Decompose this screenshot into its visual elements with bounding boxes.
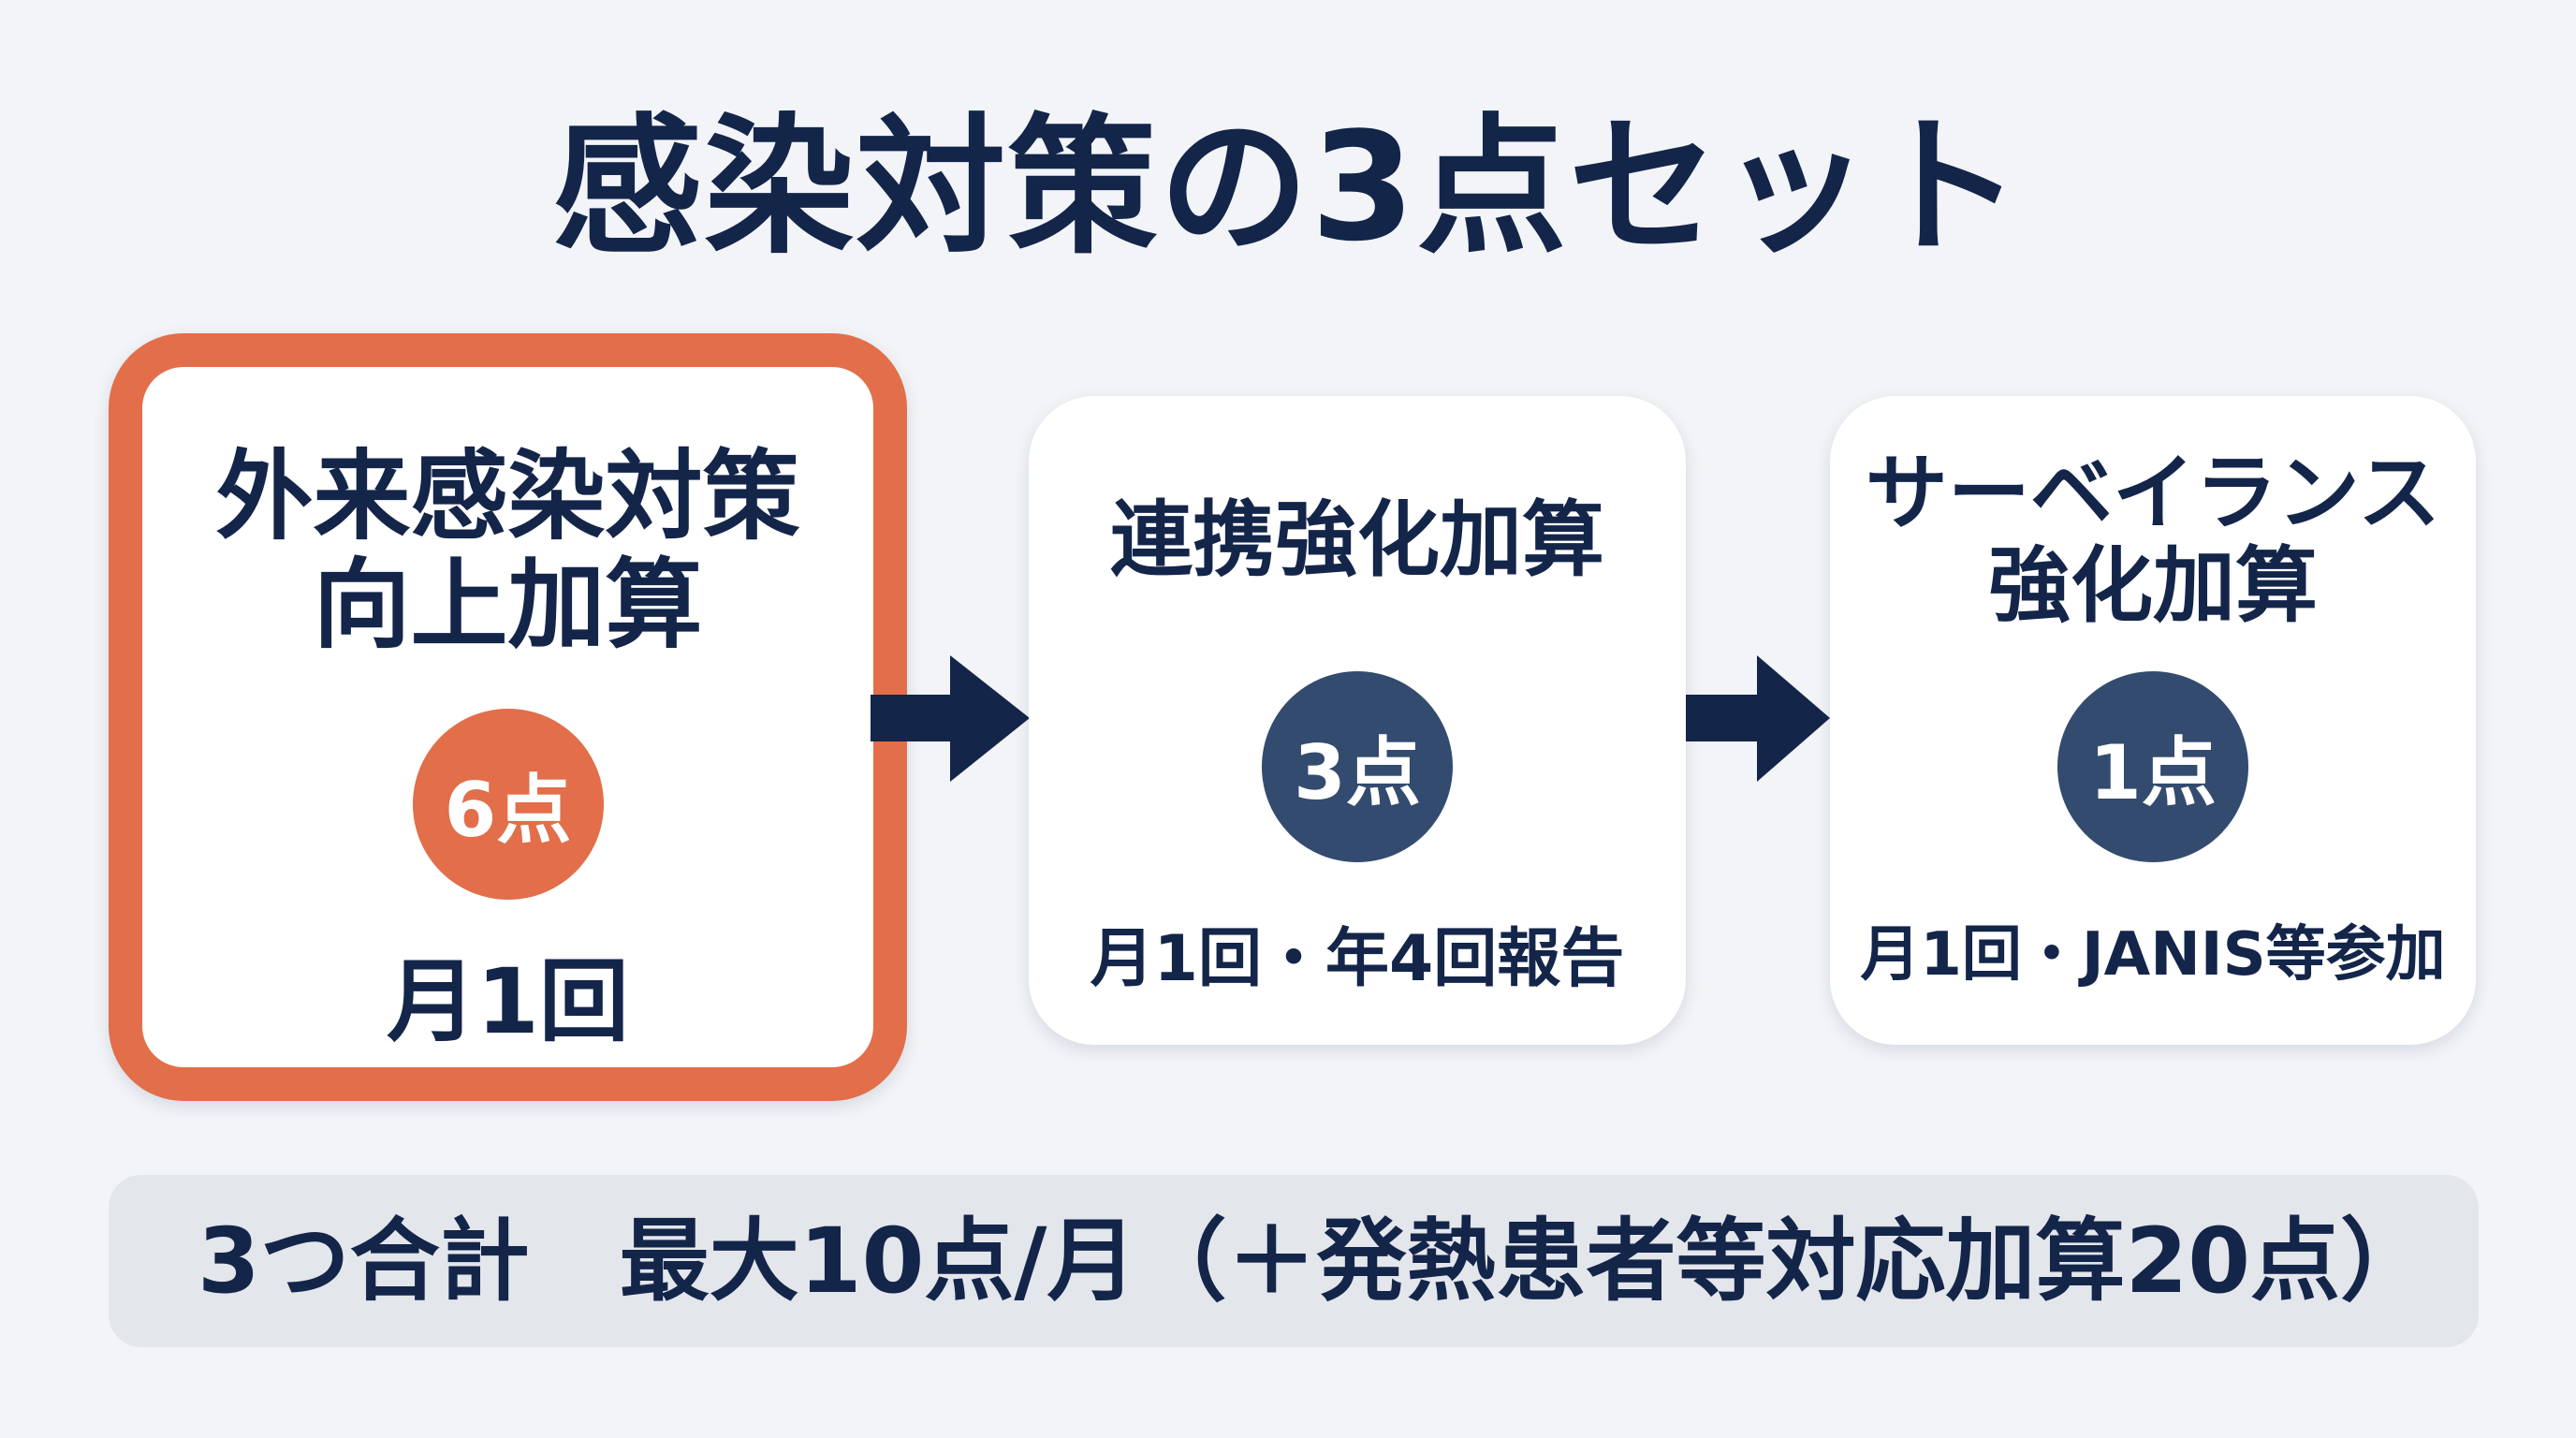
card-title-line: 外来感染対策 (215, 439, 800, 553)
arrow-right-icon (871, 655, 1030, 782)
points-badge: 1点 (2057, 671, 2248, 862)
card-frequency: 月1回・JANIS等参加 (1860, 920, 2446, 990)
card-frequency: 月1回 (387, 949, 629, 1054)
card-title: 外来感染対策 向上加算 (142, 442, 873, 660)
summary-bar: 3つ合計 最大10点/月（＋発熱患者等対応加算20点） (109, 1175, 2479, 1347)
card-title-line: サーベイランス (1865, 445, 2441, 541)
card-title-line: 強化加算 (1987, 536, 2318, 634)
card-title-line: 連携強化加算 (1109, 492, 1604, 588)
card-title: サーベイランス 強化加算 (1830, 445, 2476, 634)
card-frequency: 月1回・年4回報告 (1090, 922, 1625, 996)
arrow-right-icon (1686, 655, 1830, 782)
points-badge: 6点 (412, 709, 604, 900)
card-coordination-enhancement: 連携強化加算 3点 月1回・年4回報告 (1029, 396, 1686, 1045)
card-title-line: 向上加算 (313, 548, 703, 663)
card-surveillance-enhancement: サーベイランス 強化加算 1点 月1回・JANIS等参加 (1830, 396, 2476, 1045)
page-title: 感染対策の3点セット (552, 99, 2024, 274)
points-badge: 3点 (1262, 671, 1453, 862)
summary-text: 3つ合計 最大10点/月（＋発熱患者等対応加算20点） (198, 1209, 2431, 1313)
card-title: 連携強化加算 (1029, 492, 1686, 588)
card-outpatient-infection-control: 外来感染対策 向上加算 6点 月1回 (109, 333, 907, 1101)
